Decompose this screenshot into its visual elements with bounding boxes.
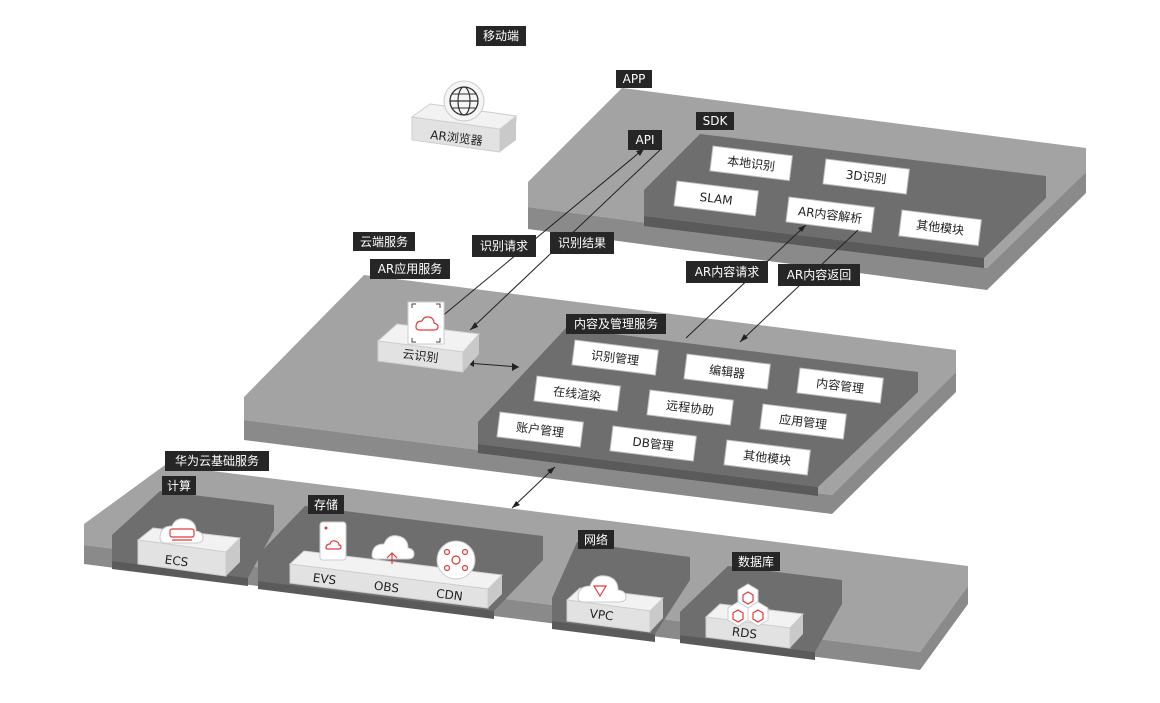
content-module-online-render: 在线渲染 (533, 375, 621, 412)
database-tag: 数据库 (732, 552, 780, 571)
content-mgmt-tag: 内容及管理服务 (566, 314, 666, 334)
svg-text:AR内容请求: AR内容请求 (695, 264, 760, 279)
recognize-result-label: 识别结果 (550, 232, 614, 254)
content-module-db-mgmt: DB管理 (609, 425, 697, 462)
content-module-recognition-mgmt: 识别管理 (571, 339, 659, 376)
svg-text:存储: 存储 (314, 497, 338, 512)
svg-text:SLAM: SLAM (699, 190, 734, 208)
svg-text:计算: 计算 (167, 478, 191, 493)
svg-text:云端服务: 云端服务 (360, 234, 408, 249)
content-module-editor: 编辑器 (683, 353, 771, 390)
svg-text:DB管理: DB管理 (632, 434, 675, 454)
recognize-request-label: 识别请求 (472, 235, 536, 257)
svg-text:识别请求: 识别请求 (480, 239, 528, 253)
huawei-base-tag: 华为云基础服务 (165, 451, 269, 471)
content-module-account-mgmt: 账户管理 (496, 411, 584, 448)
svg-text:SDK: SDK (703, 114, 729, 128)
svg-text:在线渲染: 在线渲染 (552, 383, 601, 404)
svg-text:OBS: OBS (373, 579, 400, 596)
content-module-other: 其他模块 (723, 439, 811, 476)
content-module-remote-assist: 远程协助 (646, 389, 734, 426)
svg-text:其他模块: 其他模块 (742, 448, 791, 468)
sdk-module-ar-content-parse: AR内容解析 (785, 196, 875, 233)
mobile-tag: 移动端 (476, 26, 526, 46)
svg-text:数据库: 数据库 (738, 554, 774, 569)
content-module-content-mgmt: 内容管理 (796, 367, 884, 404)
svg-text:本地识别: 本地识别 (726, 154, 775, 174)
svg-text:内容管理: 内容管理 (815, 375, 864, 396)
sdk-module-slam: SLAM (673, 180, 759, 217)
cloud-service-tag: 云端服务 (353, 232, 415, 251)
compute-tag: 计算 (162, 476, 196, 495)
ar-app-service-tag: AR应用服务 (370, 259, 450, 279)
cdn-network-icon (436, 540, 476, 580)
sdk-tag: SDK (696, 112, 734, 130)
scan-cloud-icon (407, 301, 445, 345)
svg-text:应用管理: 应用管理 (778, 411, 827, 432)
svg-text:3D识别: 3D识别 (845, 168, 887, 187)
svg-text:华为云基础服务: 华为云基础服务 (175, 453, 259, 468)
evs-disk-icon (319, 521, 347, 561)
storage-tag: 存储 (308, 495, 344, 514)
svg-text:网络: 网络 (584, 532, 608, 547)
vpc-cloud-icon (577, 575, 627, 603)
svg-text:远程协助: 远程协助 (665, 397, 714, 418)
globe-icon (443, 80, 485, 122)
svg-text:识别结果: 识别结果 (558, 236, 606, 250)
svg-text:RDS: RDS (731, 625, 758, 642)
svg-text:其他模块: 其他模块 (915, 218, 964, 238)
svg-text:账户管理: 账户管理 (515, 419, 564, 440)
svg-text:AR应用服务: AR应用服务 (378, 261, 443, 276)
content-request-label: AR内容请求 (686, 261, 768, 283)
svg-text:ECS: ECS (164, 553, 189, 570)
svg-text:内容及管理服务: 内容及管理服务 (574, 316, 658, 331)
svg-text:APP: APP (623, 72, 646, 86)
svg-text:识别管理: 识别管理 (590, 347, 639, 368)
svg-text:CDN: CDN (435, 586, 463, 603)
ecs-cloud-icon (159, 518, 204, 544)
sdk-module-other: 其他模块 (898, 209, 982, 247)
network-tag: 网络 (578, 530, 614, 549)
svg-text:API: API (636, 133, 655, 147)
content-return-label: AR内容返回 (778, 264, 860, 286)
api-tag: API (628, 130, 662, 150)
svg-text:移动端: 移动端 (483, 29, 519, 43)
app-tag: APP (616, 70, 652, 88)
sdk-module-3d-recognition: 3D识别 (822, 158, 910, 195)
svg-text:AR内容返回: AR内容返回 (787, 267, 852, 282)
sdk-module-local-recognition: 本地识别 (709, 145, 793, 182)
content-module-app-mgmt: 应用管理 (759, 403, 847, 440)
svg-text:编辑器: 编辑器 (708, 362, 746, 381)
rds-hexagon-icon (727, 583, 769, 627)
svg-text:EVS: EVS (312, 571, 337, 588)
svg-text:云识别: 云识别 (402, 347, 439, 365)
svg-text:AR浏览器: AR浏览器 (430, 127, 484, 148)
svg-text:VPC: VPC (589, 607, 614, 624)
obs-cloud-icon (371, 535, 415, 564)
